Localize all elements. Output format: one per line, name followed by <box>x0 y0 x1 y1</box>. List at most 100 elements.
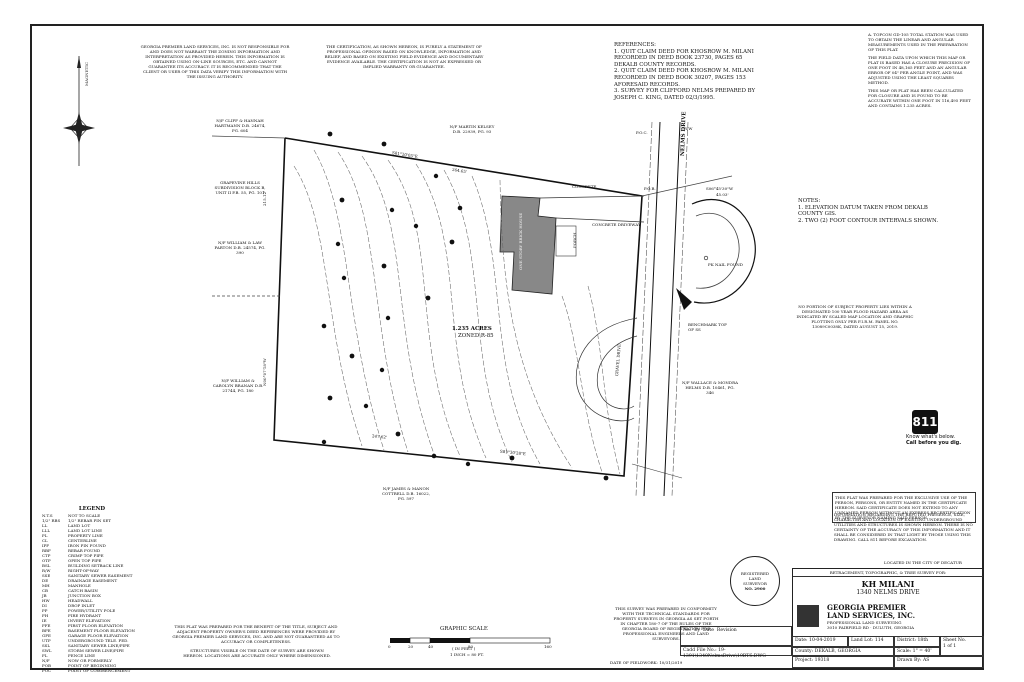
legend-desc: UNDERGROUND TELE. PED. <box>68 637 129 643</box>
legend-desc: CATCH BASIN <box>68 587 98 593</box>
sheet-cell: Sheet No.1 of 1 <box>940 636 984 656</box>
notes-block: NOTES: 1. Elevation datum taken from Dek… <box>798 198 948 224</box>
owner-label: GRAPEVINE HILLS SUBDIVISION BLOCK B, UNI… <box>214 180 266 195</box>
owner-label: N/F WALLACE & MONDRA HELMS D.B. 10461, P… <box>682 380 738 395</box>
rev-header-by: By <box>694 628 701 633</box>
road-name-label: NELMS DRIVE <box>680 111 688 157</box>
legend-abbr: FH <box>42 612 49 618</box>
company-address: 3010 FAIRFIELD RD · DULUTH, GEORGIA <box>827 625 914 630</box>
north-label: MAGNETIC <box>84 62 89 86</box>
project-value: 19318 <box>814 658 830 663</box>
reference-item: 2. Quit claim deed for Khosrow M. Milani… <box>614 68 754 88</box>
cadd-value: 19-1391\1340NelmsDrive\19BTS.DWG <box>683 648 766 659</box>
bearing-road: S06°45'30"W <box>706 186 734 191</box>
distance-road: 45.03' <box>716 192 729 197</box>
legend-desc: DRAINAGE EASEMENT <box>68 577 118 583</box>
drawn-value: AS <box>922 658 930 663</box>
logo-811-line2: Call before you dig. <box>906 440 962 446</box>
scale-tick: 20 <box>408 644 414 649</box>
rev-header-revision: Revision <box>716 628 737 633</box>
logo-811-line1: Know what's below. <box>906 434 955 440</box>
field-notes: A. Topcon GD-105 total station was used … <box>868 32 972 108</box>
graphic-scale-title: GRAPHIC SCALE <box>440 626 488 632</box>
scale-tick: 0 <box>388 644 391 649</box>
title-block: RETRACEMENT, TOPOGRAPHIC, & TREE SURVEY … <box>792 568 984 670</box>
north-arrow-icon <box>63 56 95 166</box>
located-note: LOCATED IN THE CITY OF DECATUR <box>884 560 962 565</box>
legend-desc: SANITARY SEWER EASEMENT <box>68 572 133 578</box>
technical-standards-note: This survey was prepared in conformity w… <box>613 606 719 641</box>
legend-desc: MANHOLE <box>68 582 91 588</box>
legend-abbr: PL <box>42 532 48 538</box>
legend-abbr: BFE <box>42 627 51 633</box>
legend-item: CB CATCH BASIN <box>42 588 142 593</box>
porch-label: PORCH <box>572 232 577 248</box>
legend-abbr: IE <box>42 617 47 623</box>
legend-abbr: 1/2" RBS <box>42 517 61 523</box>
legend-desc: FIRST FLOOR ELEVATION <box>68 622 124 628</box>
graphic-scale-unit: ( IN FEET ) <box>452 646 476 651</box>
legend-title: LEGEND <box>78 506 106 512</box>
legend-desc: JUNCTION BOX <box>68 592 101 598</box>
owner-label: N/F MARTIN KELSEY D.B. 22939, PG. 93 <box>449 124 495 134</box>
contour-lines <box>293 149 621 475</box>
legend-desc: RIGHT-OF-WAY <box>68 567 100 573</box>
legend-desc: SANITARY SEWER LINE/PIPE <box>68 642 130 648</box>
legend-abbr: CB <box>42 587 48 593</box>
legend-abbr: FFE <box>42 622 51 628</box>
legend-abbr: IPF <box>42 542 50 548</box>
legend-desc: DROP INLET <box>68 602 95 608</box>
legend-abbr: CTP <box>42 552 51 558</box>
field-note-c: This map or plat has been calculated for… <box>868 88 971 108</box>
exclusive-use-note: This plat was prepared for the exclusive… <box>832 492 976 523</box>
pk-nail-label: PK NAIL FOUND <box>708 262 743 267</box>
notes-title: NOTES: <box>798 198 821 204</box>
legend-abbr: FL <box>42 652 48 658</box>
rev-header-no: No. <box>683 628 692 633</box>
legend-abbr: DE <box>42 577 49 583</box>
owner-label: N/F CLIFF & HANNAH HARTMANN D.B. 24674, … <box>214 118 266 133</box>
poc-label: P.O.C. <box>636 130 648 135</box>
owner-label: N/F JAMES & MANON COTTRELL D.B. 16022, P… <box>381 486 431 501</box>
title-disclaimer: This plat was prepared for the benefit o… <box>172 624 340 644</box>
zoning-label: ZONED R-85 <box>458 333 494 339</box>
date-value: 10-04-2019 <box>809 638 836 643</box>
legend-desc: REBAR FOUND <box>68 547 101 553</box>
road-row-label: R/W <box>684 126 693 131</box>
legend-desc: GARAGE FLOOR ELEVATION <box>68 632 129 638</box>
reference-item: 3. Survey for Clifford Nelms prepared by… <box>614 88 756 101</box>
owner-label: N/F WILLIAM & CAROLYN BRANAN D.B. 21744,… <box>212 378 264 393</box>
client-name: KH MILANI <box>861 579 915 589</box>
house-label: ONE STORY BRICK HOUSE <box>518 212 523 270</box>
seal-text: REGISTERED LAND SURVEYOR <box>740 571 770 586</box>
sheet-value: 1 of 1 <box>943 644 957 649</box>
survey-type: RETRACEMENT, TOPOGRAPHIC, & TREE SURVEY … <box>793 569 983 577</box>
legend-item: LLL LAND LOT LINE <box>42 528 142 533</box>
benchmark-label: BENCHMARK TOP OF SS <box>688 322 727 332</box>
certification-disclaimer: The certification, as shown hereon, is p… <box>324 44 484 69</box>
district-value: 18th <box>917 638 929 643</box>
nelms-drive-road <box>643 121 681 497</box>
landlot-value: 114 <box>874 638 884 643</box>
legend-abbr: LLL <box>42 527 50 533</box>
legend-abbr: JB <box>42 592 47 598</box>
legend-desc: LAND LOT LINE <box>68 527 103 533</box>
